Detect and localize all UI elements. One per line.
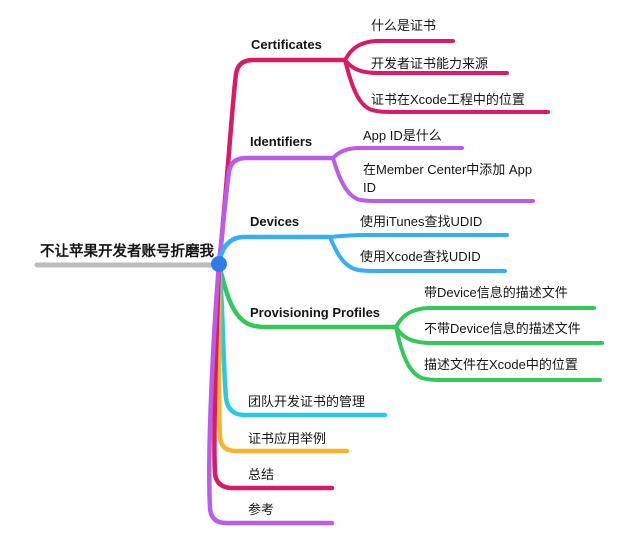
child-line-profile-in-xcode [394, 325, 602, 382]
child-line-profile-with-device [394, 306, 596, 329]
branch-label-cert-usage-examples[interactable]: 证书应用举例 [248, 431, 327, 446]
child-label-what-is-certificate[interactable]: 什么是证书 [371, 18, 437, 33]
child-line-add-appid-member-center [331, 156, 535, 203]
child-label-what-is-appid[interactable]: App ID是什么 [363, 128, 442, 143]
child-line-certificate-in-xcode [343, 58, 550, 114]
branch-label-references[interactable]: 参考 [248, 502, 275, 517]
root-node-label[interactable]: 不让苹果开发者账号折磨我 [40, 244, 214, 260]
branch-line-identifiers [216, 155, 336, 267]
child-label-add-appid-member-center[interactable]: 在Member Center中添加 App ID [363, 162, 533, 196]
child-label-developer-certificate-source[interactable]: 开发者证书能力来源 [371, 56, 489, 71]
root-junction-dot[interactable] [211, 256, 227, 272]
branch-line-devices [216, 234, 333, 267]
child-label-certificate-in-xcode[interactable]: 证书在Xcode工程中的位置 [371, 92, 525, 107]
child-label-itunes-udid[interactable]: 使用iTunes查找UDID [360, 214, 483, 229]
branch-line-references [207, 261, 335, 526]
branch-line-provisioning-profiles [216, 261, 399, 330]
branch-label-devices[interactable]: Devices [250, 214, 300, 229]
branch-label-certificates[interactable]: Certificates [251, 37, 322, 52]
branch-label-team-cert-management[interactable]: 团队开发证书的管理 [248, 394, 366, 409]
branch-label-summary[interactable]: 总结 [248, 467, 275, 482]
branch-label-provisioning-profiles[interactable]: Provisioning Profiles [250, 305, 381, 320]
child-label-profile-in-xcode[interactable]: 描述文件在Xcode中的位置 [424, 357, 578, 372]
child-line-xcode-udid [328, 235, 507, 273]
child-line-what-is-appid [331, 146, 464, 160]
branch-line-certificates [216, 57, 348, 267]
child-label-profile-without-device[interactable]: 不带Device信息的描述文件 [424, 321, 581, 336]
branch-line-summary [212, 261, 335, 491]
child-line-what-is-certificate [343, 39, 455, 62]
child-line-itunes-udid [328, 233, 509, 239]
child-label-profile-with-device[interactable]: 带Device信息的描述文件 [424, 285, 568, 300]
branch-label-identifiers[interactable]: Identifiers [250, 134, 313, 149]
branch-line-cert-usage-examples [216, 261, 350, 454]
child-label-xcode-udid[interactable]: 使用Xcode查找UDID [360, 249, 481, 264]
